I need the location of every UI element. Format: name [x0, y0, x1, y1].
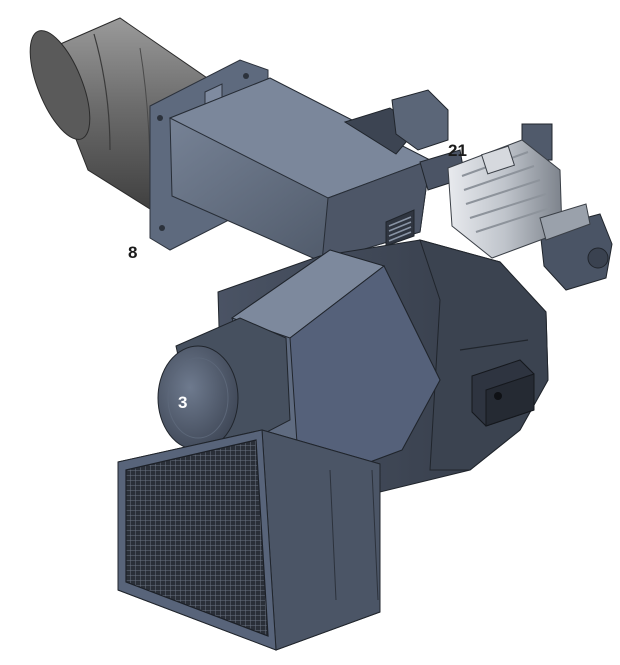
air-housing	[168, 77, 432, 263]
air-intake-box	[117, 429, 381, 651]
intake-mesh	[125, 439, 269, 637]
motor-end-cap	[157, 317, 291, 451]
fan-motor	[447, 139, 591, 259]
callout-label-3: 3	[178, 393, 188, 412]
callout-label-21: 21	[448, 141, 467, 160]
callout-label-8: 8	[128, 243, 138, 262]
vent-grille	[385, 209, 415, 247]
junction-box	[471, 359, 535, 427]
